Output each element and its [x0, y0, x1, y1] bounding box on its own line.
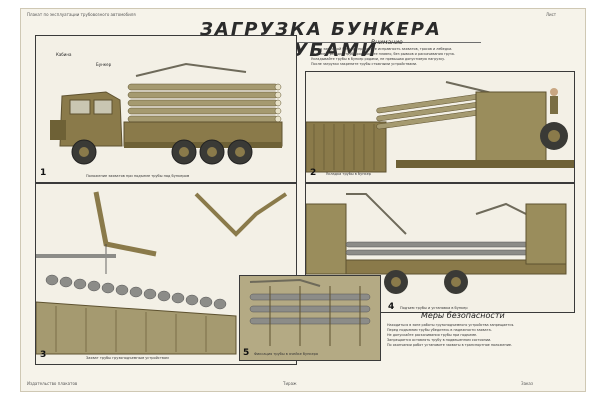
panel-1-caption: Положение захватов при подъеме трубы над… — [86, 174, 190, 178]
pipe-placement-illustration — [306, 81, 574, 173]
footer-right-text: Заказ — [521, 381, 534, 386]
truck-with-pipes-illustration — [50, 62, 283, 165]
safety-line: Перед подъемом трубы убедитесь в надежно… — [387, 328, 492, 332]
intro-line: Перед загрузкой бункера проверьте исправ… — [311, 47, 453, 51]
panel-2-caption: Укладка трубы в бункер — [326, 172, 371, 176]
intro-line: Укладывайте трубы в бункер рядами, не пр… — [311, 57, 446, 61]
pipe-grab-illustration — [36, 191, 288, 355]
header-left-text: Плакат по эксплуатации трубовозного авто… — [27, 12, 136, 17]
panel-2: 2 Укладка трубы в бункер — [305, 71, 575, 183]
panel-1-number: 1 — [40, 168, 47, 178]
intro-line: Подъем и укладку труб производите плавно… — [311, 52, 455, 56]
intro-heading: Внимание — [371, 39, 403, 46]
panel-2-number: 2 — [310, 168, 317, 178]
footer-left-text: Издательство плакатов — [27, 381, 78, 386]
safety-text: Находиться в зоне работы грузоподъемного… — [387, 323, 577, 348]
callout-bunker: Бункер — [96, 62, 112, 67]
panel-5-number: 5 — [243, 348, 250, 358]
callout-cab: Кабина — [56, 52, 72, 57]
panel-4-number: 4 — [388, 302, 395, 312]
header-right-text: Лист — [546, 12, 557, 17]
safety-heading: Меры безопасности — [421, 311, 505, 320]
pipe-fixing-illustration — [240, 276, 380, 360]
panel-3-caption: Захват трубы грузоподъемным устройством — [86, 356, 169, 360]
footer-center-text: Тираж — [283, 381, 297, 386]
panel-3-number: 3 — [40, 350, 47, 360]
panel-4-caption: Подъем трубы и установка в бункер — [400, 306, 468, 310]
panel-5: 5 Фиксация трубы в ячейке бункера — [239, 275, 381, 361]
pipe-loading-illustration — [306, 193, 567, 294]
title-underline — [161, 42, 481, 43]
poster-sheet: Плакат по эксплуатации трубовозного авто… — [20, 8, 586, 392]
intro-text: Перед загрузкой бункера проверьте исправ… — [311, 47, 481, 67]
safety-line: По окончании работ установите захваты в … — [387, 343, 513, 347]
panel-1: Кабина Бункер 1 Положение захватов при п… — [35, 35, 297, 183]
safety-line: Запрещается оставлять трубу в подвешенно… — [387, 338, 492, 342]
intro-line: После загрузки закрепите трубы стяжными … — [311, 62, 418, 66]
safety-line: Не допускайте раскачивания трубы при под… — [387, 333, 478, 337]
safety-line: Находиться в зоне работы грузоподъемного… — [387, 323, 515, 327]
panel-5-caption: Фиксация трубы в ячейке бункера — [254, 352, 319, 356]
